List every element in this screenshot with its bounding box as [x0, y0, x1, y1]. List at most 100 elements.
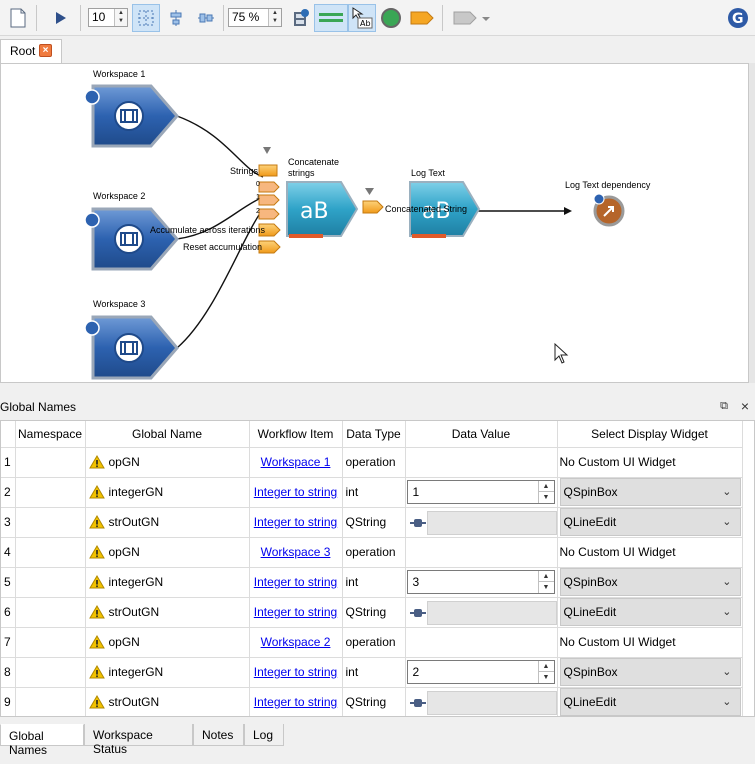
global-name-cell[interactable]: integerGN — [85, 657, 250, 688]
spin-arrows[interactable]: ▲▼ — [268, 9, 281, 26]
spin-arrows[interactable]: ▲▼ — [537, 481, 554, 503]
film-button[interactable] — [286, 4, 314, 32]
data-value-cell[interactable] — [405, 507, 558, 538]
value-line-edit[interactable] — [426, 511, 556, 535]
data-value-cell[interactable]: 1▲▼ — [405, 477, 558, 508]
widget-select[interactable]: QLineEdit⌄ — [559, 688, 741, 716]
tab-log[interactable]: Log — [244, 724, 284, 746]
tab-notes[interactable]: Notes — [193, 724, 244, 746]
namespace-cell[interactable] — [15, 477, 86, 508]
display-widget-cell[interactable]: QSpinBox⌄ — [557, 657, 743, 688]
value-spinbox[interactable]: 2▲▼ — [406, 660, 555, 684]
widget-select[interactable]: QLineEdit⌄ — [559, 598, 741, 626]
display-widget-cell[interactable]: QLineEdit⌄ — [557, 687, 743, 716]
display-widget-cell[interactable]: QSpinBox⌄ — [557, 567, 743, 598]
workflow-item-link[interactable]: Workspace 3 — [249, 537, 343, 568]
align-vertical-button[interactable] — [162, 4, 190, 32]
output-node-button[interactable] — [406, 4, 438, 32]
value-spinbox[interactable]: 1▲▼ — [406, 480, 555, 504]
column-header[interactable]: Global Name — [85, 421, 250, 448]
row-number[interactable]: 3 — [1, 507, 16, 538]
data-value-cell[interactable] — [405, 627, 558, 658]
global-name-cell[interactable]: integerGN — [85, 477, 250, 508]
namespace-cell[interactable] — [15, 597, 86, 628]
spin-arrows[interactable]: ▲▼ — [537, 661, 554, 683]
workflow-item-link[interactable]: Integer to string — [249, 567, 343, 598]
display-widget-cell[interactable]: QLineEdit⌄ — [557, 597, 743, 628]
data-value-cell[interactable]: 2▲▼ — [405, 657, 558, 688]
spin-down-icon[interactable]: ▼ — [542, 494, 550, 501]
log-text-node[interactable]: aB — [409, 181, 481, 238]
global-name-cell[interactable]: opGN — [85, 447, 250, 478]
display-widget-cell[interactable]: QSpinBox⌄ — [557, 477, 743, 508]
namespace-cell[interactable] — [15, 657, 86, 688]
workspace-node-3[interactable] — [84, 315, 179, 380]
widget-select[interactable]: QSpinBox⌄ — [559, 478, 741, 506]
data-value-cell[interactable] — [405, 597, 558, 628]
column-header[interactable]: Data Type — [342, 421, 406, 448]
global-name-cell[interactable]: strOutGN — [85, 507, 250, 538]
data-value-cell[interactable]: 3▲▼ — [405, 567, 558, 598]
close-icon[interactable]: × — [39, 44, 52, 57]
display-widget-cell[interactable]: QLineEdit⌄ — [557, 507, 743, 538]
widget-select[interactable]: QSpinBox⌄ — [559, 658, 741, 686]
spin-down-icon[interactable]: ▼ — [542, 584, 550, 591]
row-number[interactable]: 6 — [1, 597, 16, 628]
namespace-cell[interactable] — [15, 567, 86, 598]
row-number[interactable]: 8 — [1, 657, 16, 688]
column-header[interactable]: Select Display Widget — [557, 421, 743, 448]
namespace-cell[interactable] — [15, 507, 86, 538]
global-name-cell[interactable]: strOutGN — [85, 687, 250, 716]
row-number[interactable]: 9 — [1, 687, 16, 716]
text-label-toggle-button[interactable]: Ab — [348, 4, 376, 32]
tab-global-names[interactable]: Global Names — [0, 724, 84, 757]
column-header[interactable]: Data Value — [405, 421, 558, 448]
link-toggle-button[interactable] — [314, 4, 348, 32]
workflow-item-link[interactable]: Workspace 1 — [249, 447, 343, 478]
close-icon[interactable]: × — [740, 398, 749, 414]
shape-dropdown-button[interactable] — [450, 4, 492, 32]
data-value-cell[interactable] — [405, 447, 558, 478]
run-button[interactable] — [46, 4, 74, 32]
canvas-scrollbar[interactable] — [749, 63, 755, 383]
spin-up-icon[interactable]: ▲ — [538, 661, 554, 672]
namespace-cell[interactable] — [15, 537, 86, 568]
new-document-button[interactable] — [4, 4, 32, 32]
value-line-edit[interactable] — [426, 691, 556, 715]
row-number[interactable]: 1 — [1, 447, 16, 478]
workflow-item-link[interactable]: Integer to string — [249, 687, 343, 716]
workflow-item-link[interactable]: Integer to string — [249, 507, 343, 538]
concatenate-strings-node[interactable]: aB — [258, 147, 384, 254]
widget-select[interactable]: QSpinBox⌄ — [559, 568, 741, 596]
workspace-node-2[interactable] — [84, 207, 179, 271]
widget-select[interactable]: QLineEdit⌄ — [559, 508, 741, 536]
row-number[interactable]: 2 — [1, 477, 16, 508]
global-name-cell[interactable]: opGN — [85, 627, 250, 658]
zoom-spinbox[interactable]: 75 % ▲▼ — [228, 8, 282, 27]
green-circle-button[interactable] — [377, 4, 405, 32]
tab-root[interactable]: Root × — [0, 39, 62, 63]
global-name-cell[interactable]: integerGN — [85, 567, 250, 598]
display-widget-cell[interactable]: No Custom UI Widget — [557, 627, 743, 658]
display-widget-cell[interactable]: No Custom UI Widget — [557, 537, 743, 568]
data-value-cell[interactable] — [405, 687, 558, 716]
column-header[interactable]: Namespace — [15, 421, 86, 448]
namespace-cell[interactable] — [15, 687, 86, 716]
tab-workspace-status[interactable]: Workspace Status — [84, 724, 193, 756]
data-value-cell[interactable] — [405, 537, 558, 568]
global-name-cell[interactable]: opGN — [85, 537, 250, 568]
workflow-item-link[interactable]: Workspace 2 — [249, 627, 343, 658]
align-horizontal-button[interactable] — [192, 4, 220, 32]
workflow-canvas[interactable]: aB aB Workspace 1 Workspace 2 Workspace … — [0, 63, 749, 383]
display-widget-cell[interactable]: No Custom UI Widget — [557, 447, 743, 478]
grid-toggle-button[interactable] — [132, 4, 160, 32]
workspace-node-1[interactable] — [84, 84, 179, 148]
